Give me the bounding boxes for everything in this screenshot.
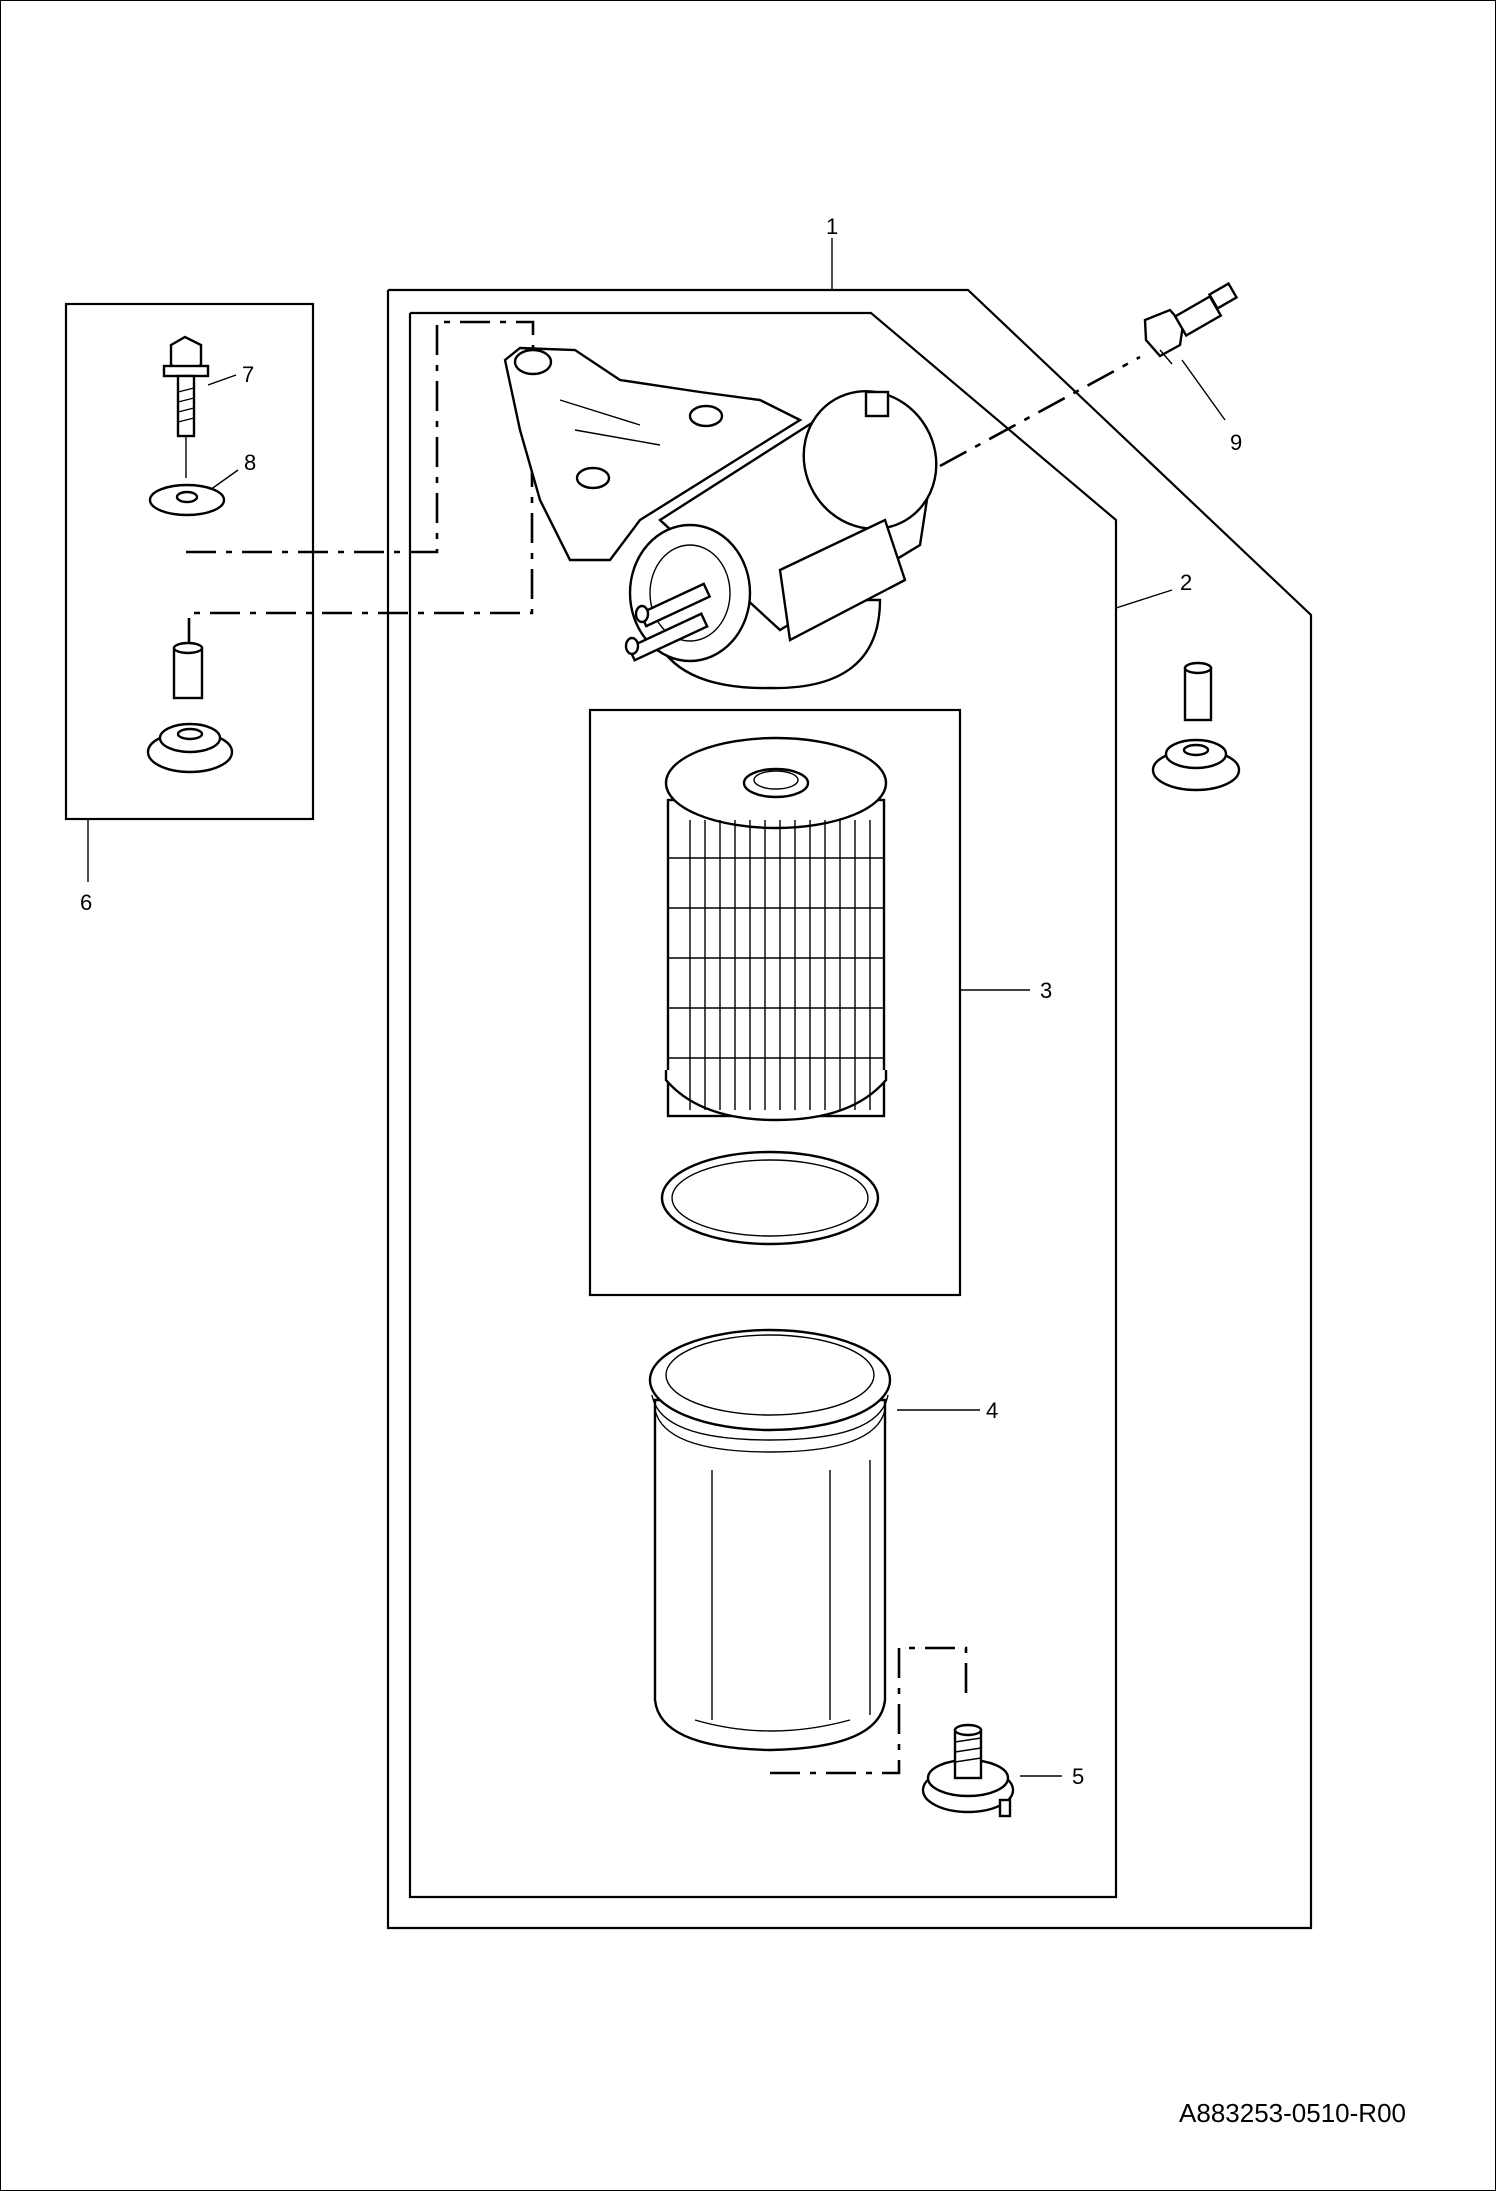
assembly-line-bolt (186, 320, 535, 554)
leader-8 (209, 469, 239, 491)
callout-7: 7 (242, 362, 254, 387)
assembly-line-spacer (187, 380, 534, 648)
rubber-mount-2 (1151, 738, 1241, 792)
filter-element-part-3 (664, 736, 888, 1122)
callout-1: 1 (826, 214, 838, 239)
callout-3: 3 (1040, 978, 1052, 1003)
assembly-line-sensor (939, 355, 1141, 468)
rubber-mount-6 (146, 722, 234, 774)
kit-boundary-1 (386, 288, 1313, 1930)
assembly-line-drain (770, 1646, 968, 1775)
kit-box-6 (64, 302, 315, 821)
callout-2: 2 (1180, 570, 1192, 595)
leader-2 (1115, 589, 1173, 609)
callout-9: 9 (1230, 430, 1242, 455)
spacer-sleeve-6 (172, 641, 204, 700)
callout-6: 6 (80, 890, 92, 915)
filter-head-assembly (503, 346, 938, 690)
callout-5: 5 (1072, 1764, 1084, 1789)
leader-9 (1181, 359, 1226, 421)
sensor-part-9 (1143, 281, 1239, 365)
kit-boundary-2 (408, 311, 1118, 1899)
pleat-lines (689, 820, 871, 1110)
washer-part-8 (148, 483, 226, 517)
callout-4: 4 (986, 1398, 998, 1423)
filter-bowl-part-4 (648, 1328, 892, 1752)
spacer-sleeve-2 (1183, 661, 1213, 722)
document-id: A883253-0510-R00 (1179, 2098, 1406, 2128)
o-ring (660, 1150, 880, 1246)
bolt-part-7 (162, 335, 210, 478)
kit-box-3 (588, 708, 962, 1297)
drain-plug-part-5 (921, 1723, 1015, 1818)
leader-7 (207, 374, 237, 386)
callout-8: 8 (244, 450, 256, 475)
